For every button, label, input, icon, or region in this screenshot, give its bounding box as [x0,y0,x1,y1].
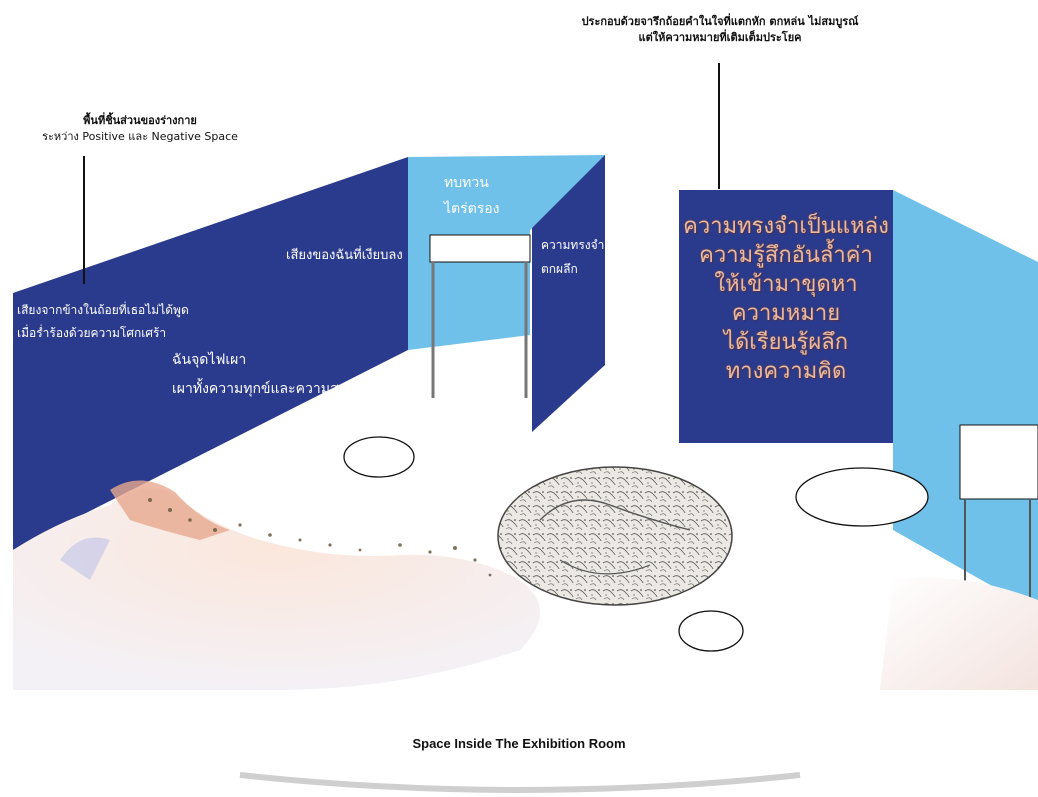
floor-ellipse-2 [795,467,929,527]
center-navy-panel [532,155,605,432]
left-wall-text-3: ฉันจุดไฟเผา [172,352,247,368]
annotation-top-right: ประกอบด้วยจารึกถ้อยคำในใจที่แตกหัก ตกหล่… [520,14,920,46]
annotation-top-right-line2: แต่ให้ความหมายที่เติมเต็มประโยค [638,30,802,44]
side-panel-text-1: ความทรงจำ [541,238,605,252]
figure-caption: Space Inside The Exhibition Room [412,736,626,751]
annotation-top-left-line2: ระหว่าง Positive และ Negative Space [42,129,238,143]
poem-line-6: ทางความคิด [725,359,847,385]
bottom-arc [239,772,801,793]
side-panel-text-2: ตกผลึก [541,262,578,276]
center-panel-text-2: ไตร่ตรอง [444,201,500,217]
left-wall-text-1: เสียงจากข้างในถ้อยที่เธอไม่ได้พูด [17,303,189,317]
reclining-body [13,488,540,690]
left-wall-voice: เสียงของฉันที่เงียบลง [286,248,403,263]
floor-ellipse-3 [678,610,744,652]
poem-line-2: ความรู้สึกอันล้ำค่า [699,243,873,269]
right-wall-light [893,190,1038,612]
leader-line-left [83,156,85,284]
annotation-top-right-line1: ประกอบด้วยจารึกถ้อยคำในใจที่แตกหัก ตกหล่… [581,15,859,28]
leader-line-right [718,63,720,189]
left-wall [13,157,408,550]
poem-line-5: ได้เรียนรู้ผลึก [723,330,849,356]
plinth-center-top [429,234,531,263]
left-wall-text-4: เผาทั้งความทุกข์และความสุข [172,381,349,397]
poem-panel-bg [679,190,893,443]
left-wall-text-2: เมื่อร่ำร้องด้วยความโศกเศร้า [17,326,167,340]
poem-line-1: ความทรงจำเป็นแหล่ง [683,214,889,239]
poem-panel-text: ความทรงจำเป็นแหล่ง ความรู้สึกอันล้ำค่า ใ… [679,212,893,386]
annotation-top-left-line1: พื้นที่ชิ้นส่วนของร่างกาย [83,114,197,127]
stone-relief-disk [497,466,733,606]
annotation-top-left: พื้นที่ชิ้นส่วนของร่างกาย ระหว่าง Positi… [20,113,260,145]
poem-line-3: ให้เข้ามาขุดหา [714,272,858,298]
plinth-right-top [959,424,1038,500]
center-panel-text-1: ทบทวน [444,175,489,191]
floor-ellipse-1 [343,436,415,478]
poem-line-4: ความหมาย [731,301,841,327]
